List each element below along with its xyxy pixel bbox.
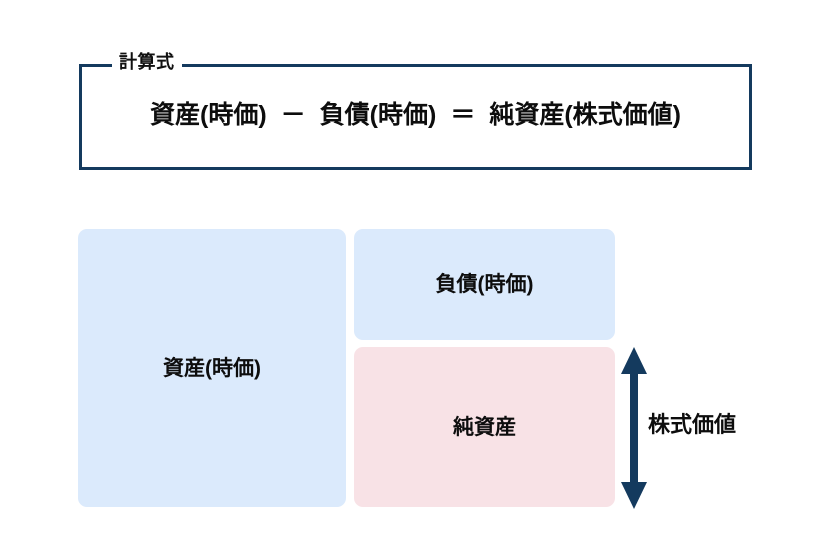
equation-operator-equals: ＝ (450, 101, 476, 129)
block-equity-label: 純資産 (453, 415, 516, 439)
block-liabilities: 負債(時価) (354, 229, 615, 340)
formula-panel-legend: 計算式 (112, 53, 182, 71)
block-liabilities-label: 負債(時価) (435, 273, 534, 296)
equation-term-equity: 純資産(株式価値) (489, 101, 681, 129)
block-equity: 純資産 (354, 347, 615, 507)
equation-term-assets: 資産(時価) (150, 101, 267, 129)
equity-value-label: 株式価値 (648, 412, 737, 437)
block-assets-label: 資産(時価) (163, 356, 261, 380)
equity-value-arrow (621, 346, 647, 510)
double-arrow-icon (621, 347, 647, 509)
block-assets: 資産(時価) (78, 229, 346, 507)
equation-operator-minus: － (280, 101, 306, 129)
equation-term-liabilities: 負債(時価) (319, 101, 437, 129)
formula-panel: 計算式 資産(時価) － 負債(時価) ＝ 純資産(株式価値) (79, 53, 752, 170)
formula-equation: 資産(時価) － 負債(時価) ＝ 純資産(株式価値) (82, 103, 749, 128)
